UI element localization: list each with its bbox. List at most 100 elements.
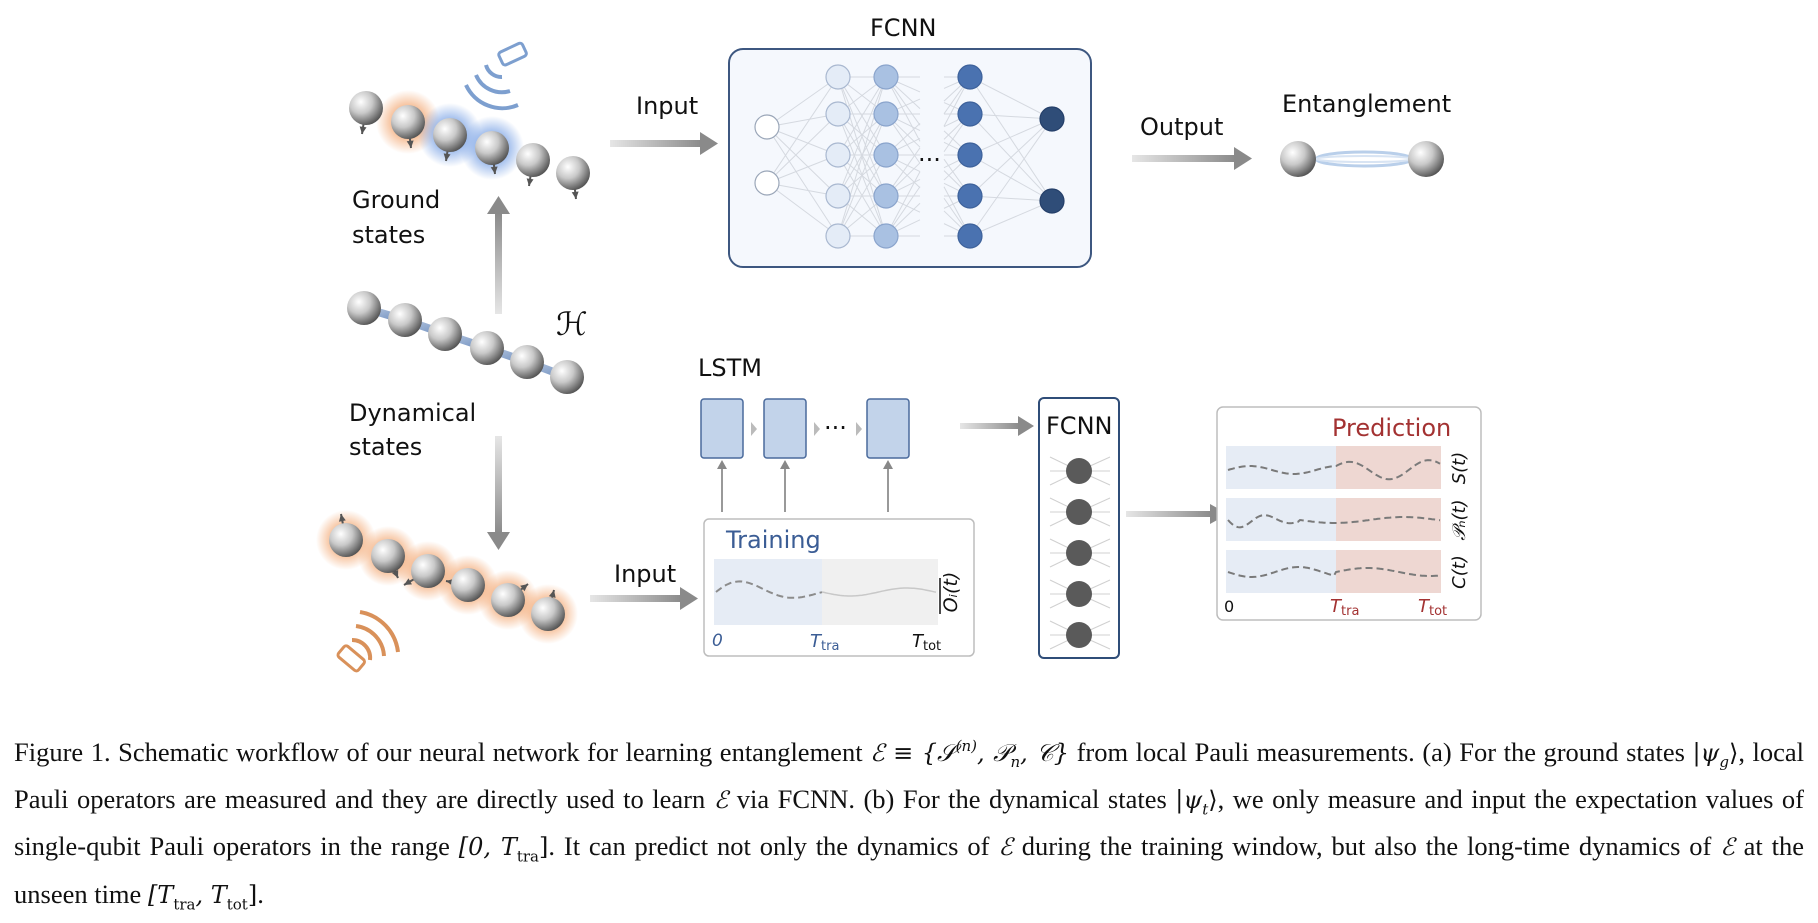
spin-arrowhead — [443, 153, 451, 161]
lstm-cell-1 — [700, 398, 744, 459]
fcnn-to-prediction-arrow — [1126, 504, 1228, 524]
chain-ball — [550, 360, 584, 394]
spin-arrowhead — [391, 570, 399, 578]
prediction-row-labels: S(t) 𝒫ₙ(t) C(t) — [1449, 452, 1470, 589]
prediction-row-s: S(t) — [1449, 452, 1470, 485]
nn-edge — [766, 154, 839, 184]
signal-waves-icon — [464, 41, 528, 111]
training-title: Training — [725, 526, 821, 554]
nn-neuron — [1039, 188, 1065, 214]
workflow-figure: Ground states Input FCNN ··· Output Enta… — [316, 14, 1482, 673]
dynamical-label-1: Dynamical — [349, 399, 476, 427]
nn-edge — [766, 113, 839, 184]
training-ylabel: Oᵢ(t) — [939, 572, 962, 614]
hamiltonian-chain — [347, 291, 584, 394]
input-label-b: Input — [614, 560, 676, 588]
nn-edge — [969, 195, 1053, 202]
chain-ball — [388, 303, 422, 337]
spin-ball — [349, 91, 383, 125]
nn-edge — [766, 126, 839, 237]
spin-ball — [516, 143, 550, 177]
nn-neuron — [825, 183, 851, 209]
nn-neuron — [1066, 540, 1092, 566]
entangled-pair-icon — [1280, 141, 1444, 177]
ground-label-2: states — [352, 221, 425, 249]
spin-ball — [371, 539, 405, 573]
nn-neuron — [873, 101, 899, 127]
nn-neuron — [825, 142, 851, 168]
ground-label-1: Ground — [352, 186, 440, 214]
entanglement-label: Entanglement — [1282, 90, 1451, 118]
spin-arrowhead — [338, 514, 346, 522]
nn-neuron — [957, 101, 983, 127]
nn-edge — [969, 118, 1053, 197]
nn-neuron — [1066, 499, 1092, 525]
nn-edge — [766, 182, 839, 237]
spin-arrowhead — [520, 584, 528, 592]
nn-neuron — [957, 223, 983, 249]
fcnn-title-b: FCNN — [1046, 412, 1112, 440]
arrow-down — [487, 436, 510, 550]
hamiltonian-symbol: ℋ — [556, 305, 588, 343]
dynamical-state-chain — [316, 510, 578, 644]
prediction-row-c: C(t) — [1449, 555, 1470, 589]
output-label: Output — [1140, 113, 1223, 141]
prediction-axis-ttra: Ttra — [1330, 596, 1359, 619]
prediction-curve-s — [1227, 459, 1441, 481]
spin-ball — [556, 156, 590, 190]
fcnn-ellipsis-a: ··· — [918, 146, 941, 174]
spin-arrowhead — [571, 191, 579, 199]
prediction-row-p: 𝒫ₙ(t) — [1449, 499, 1470, 540]
nn-edge — [969, 76, 1053, 120]
nn-edge — [766, 126, 839, 197]
nn-neuron — [1066, 581, 1092, 607]
spin-ball — [391, 105, 425, 139]
input-arrow-a — [610, 132, 718, 155]
nn-neuron — [754, 114, 780, 140]
nn-neuron — [873, 142, 899, 168]
lstm-ellipsis: ··· — [824, 414, 847, 442]
nn-neuron — [825, 64, 851, 90]
nn-neuron — [1066, 458, 1092, 484]
chain-ball — [428, 317, 462, 351]
training-panel — [703, 518, 975, 657]
nn-edge — [837, 113, 887, 237]
nn-edge — [766, 76, 839, 128]
lstm-cell-3 — [866, 398, 910, 459]
training-axis-start: 0 — [712, 631, 723, 651]
signal-waves-icon-orange — [336, 610, 400, 673]
prediction-title: Prediction — [1332, 414, 1451, 442]
output-arrow — [1132, 147, 1252, 170]
svg-text:Oᵢ(t): Oᵢ(t) — [940, 572, 962, 613]
training-axis-ttot: Ttot — [912, 631, 941, 654]
nn-edge — [766, 76, 839, 184]
spin-arrowhead — [404, 578, 412, 585]
prediction-panel — [1216, 406, 1482, 621]
nn-neuron — [873, 183, 899, 209]
fcnn-box-a — [728, 48, 1092, 268]
chain-ball — [510, 345, 544, 379]
prediction-axis-start: 0 — [1224, 597, 1234, 616]
nn-edge — [766, 126, 839, 156]
lstm-to-fcnn-arrow — [960, 416, 1034, 436]
fcnn-box-b — [1038, 397, 1120, 659]
nn-edge — [969, 118, 1053, 156]
spin-arrowhead — [526, 178, 534, 186]
prediction-curve-c — [1227, 566, 1441, 578]
chain-ball — [347, 291, 381, 325]
arrow-up — [487, 196, 510, 314]
spin-ball — [491, 583, 525, 617]
nn-edge — [969, 76, 1053, 202]
spin-arrowhead — [406, 140, 414, 148]
spin-ball — [329, 523, 363, 557]
nn-neuron — [754, 170, 780, 196]
nn-neuron — [957, 183, 983, 209]
prediction-axis-ttot: Ttot — [1418, 596, 1447, 619]
dynamical-label-2: states — [349, 433, 422, 461]
figure-caption: Figure 1. Schematic workflow of our neur… — [14, 736, 1805, 914]
spin-ball — [411, 554, 445, 588]
nn-neuron — [873, 64, 899, 90]
nn-edge — [837, 76, 887, 197]
lstm-cells — [700, 398, 910, 512]
nn-edge — [969, 113, 1053, 120]
